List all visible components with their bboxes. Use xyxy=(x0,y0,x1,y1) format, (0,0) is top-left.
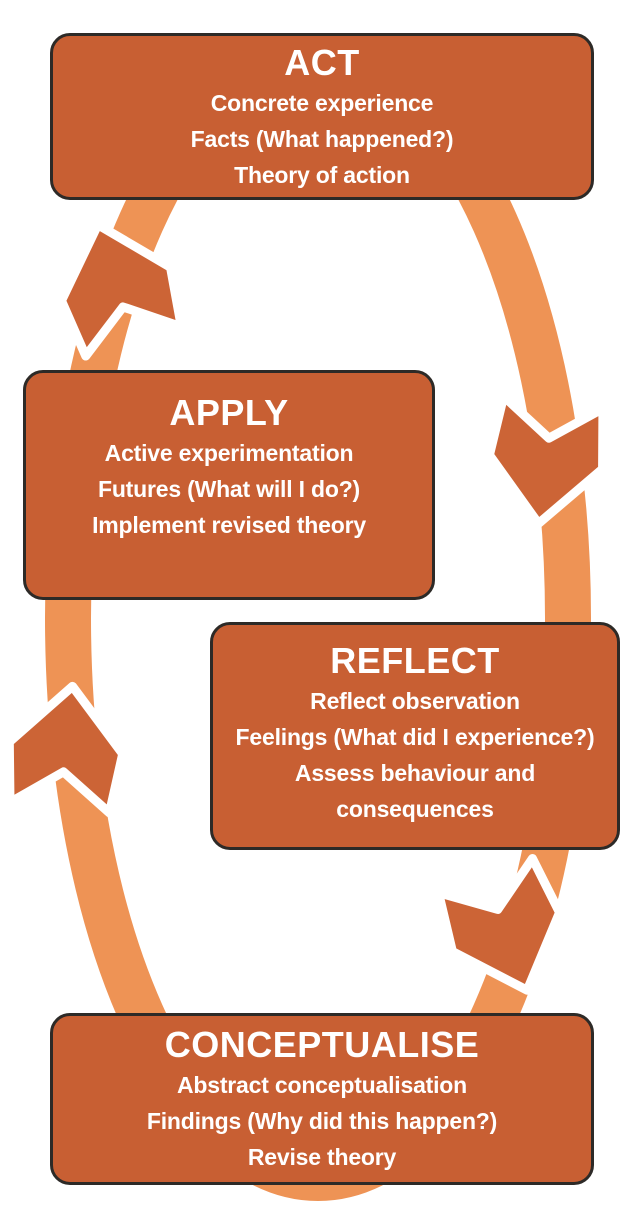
reflect-box-title: REFLECT xyxy=(330,640,500,681)
apply-box-line: Active experimentation xyxy=(104,440,354,466)
conceptualise-box-title: CONCEPTUALISE xyxy=(164,1024,480,1065)
reflect-box-line: Reflect observation xyxy=(310,688,520,714)
act-box-line: Facts (What happened?) xyxy=(190,125,454,152)
act-box: ACT Concrete experience Facts (What happ… xyxy=(50,33,594,200)
reflect-box-line: Assess behaviour and consequences xyxy=(294,760,536,822)
act-box-line: Theory of action xyxy=(234,161,410,188)
apply-box-line: Implement revised theory xyxy=(92,512,366,538)
act-box-line: Concrete experience xyxy=(210,89,434,116)
apply-box: APPLY Active experimentation Futures (Wh… xyxy=(23,370,435,600)
apply-box-title: APPLY xyxy=(169,392,289,433)
reflect-box-line: Feelings (What did I experience?) xyxy=(235,724,595,750)
cycle-ring xyxy=(45,35,591,1201)
act-box-title: ACT xyxy=(284,41,360,83)
reflect-box: REFLECT Reflect observation Feelings (Wh… xyxy=(210,622,620,850)
conceptualise-box-line: Abstract conceptualisation xyxy=(176,1072,468,1098)
conceptualise-box: CONCEPTUALISE Abstract conceptualisation… xyxy=(50,1013,594,1185)
cycle-arrow-down-bottom-right-icon xyxy=(433,854,565,995)
cycle-arrow-down-right-icon xyxy=(484,391,608,529)
conceptualise-box-line: Revise theory xyxy=(247,1144,397,1170)
cycle-arrow-up-left-lower-icon xyxy=(4,681,128,818)
cycle-arrow-up-left-icon xyxy=(56,220,186,361)
conceptualise-box-line: Findings (Why did this happen?) xyxy=(146,1108,498,1134)
apply-box-line: Futures (What will I do?) xyxy=(97,476,361,502)
